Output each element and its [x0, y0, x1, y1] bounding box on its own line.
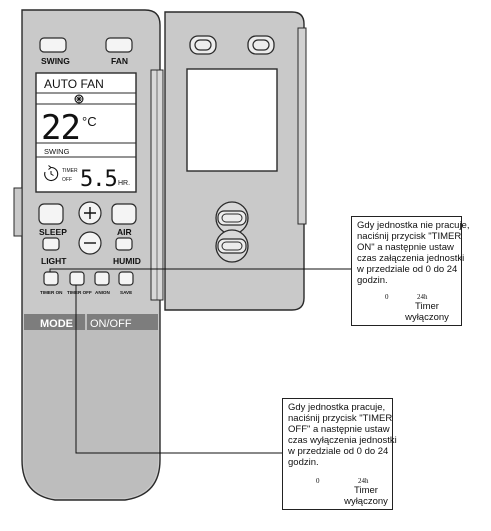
- light-button[interactable]: [42, 237, 60, 251]
- timer-readout: 5.5: [80, 167, 117, 192]
- save-button[interactable]: [118, 271, 134, 286]
- mode-onoff-bar: [24, 314, 158, 330]
- mode-readout: AUTO FAN: [44, 77, 104, 91]
- timer-on-end-label: 24h: [417, 293, 428, 301]
- swing-button[interactable]: [39, 37, 67, 53]
- sleep-button[interactable]: [38, 203, 64, 225]
- timer-off-caption: Timer wyłączony: [339, 485, 393, 507]
- timer-on-start-label: 0: [385, 293, 389, 301]
- save-label: SAVE: [120, 290, 132, 295]
- timer-on-caption-2: wyłączony: [405, 312, 449, 323]
- battery-contact-right: [247, 35, 275, 55]
- fan-button-label: FAN: [111, 56, 128, 66]
- anion-button[interactable]: [94, 271, 110, 286]
- air-button[interactable]: [111, 203, 137, 225]
- timer-on-button[interactable]: [43, 271, 59, 286]
- timer-on-label: TIMER ON: [40, 290, 63, 295]
- note-line: w przedziale od 0 do 24: [288, 446, 389, 457]
- temperature-readout: 22: [41, 108, 80, 148]
- timer-on-caption: Timer wyłączony: [400, 301, 454, 323]
- anion-label: ANION: [95, 290, 110, 295]
- note-line: czas wyłączenia jednostki: [288, 435, 397, 446]
- timer-off-caption-2: wyłączony: [344, 496, 388, 507]
- note-line: Gdy jednostka pracuje,: [288, 402, 386, 413]
- note-line: OFF" a następnie ustaw: [288, 424, 390, 435]
- note-line: w przedziale od 0 do 24: [357, 264, 458, 275]
- timer-label-bottom: OFF: [62, 177, 72, 183]
- timer-off-label: TIMER OFF: [67, 290, 92, 295]
- timer-off-start-label: 0: [316, 477, 320, 485]
- swing-indicator: SWING: [44, 147, 70, 156]
- temperature-unit: °C: [82, 114, 97, 129]
- leader-lines: [49, 268, 351, 454]
- note-line: Gdy jednostka nie pracuje,: [357, 220, 470, 231]
- timer-unit: HR.: [118, 180, 130, 187]
- light-button-label: LIGHT: [41, 256, 67, 266]
- timer-label-top: TIMER: [62, 168, 78, 174]
- battery-contact-left: [189, 35, 217, 55]
- timer-on-note-text: Gdy jednostka nie pracuje, naciśnij przy…: [357, 220, 469, 286]
- mode-button[interactable]: MODE: [40, 318, 73, 330]
- lcd-display: AUTO FAN 22 °C SWING TIMER OFF 5.5 HR.: [35, 72, 137, 193]
- timer-clock-icon: [44, 165, 59, 182]
- timer-off-note: Gdy jednostka pracuje, naciśnij przycisk…: [282, 398, 397, 510]
- timer-off-end-label: 24h: [358, 477, 369, 485]
- humid-button[interactable]: [115, 237, 133, 251]
- on-off-button[interactable]: ON/OFF: [90, 318, 132, 330]
- humid-button-label: HUMID: [113, 256, 141, 266]
- plus-icon: [84, 207, 96, 219]
- air-button-label: AIR: [117, 227, 132, 237]
- swing-button-label: SWING: [41, 56, 70, 66]
- fan-icon: [74, 94, 84, 104]
- timer-on-note: Gdy jednostka nie pracuje, naciśnij przy…: [351, 216, 469, 326]
- timer-off-caption-1: Timer: [354, 485, 378, 496]
- timer-off-button[interactable]: [69, 271, 85, 286]
- note-line: godzin.: [288, 457, 319, 468]
- timer-off-note-text: Gdy jednostka pracuje, naciśnij przycisk…: [288, 402, 397, 468]
- open-lid: [164, 11, 307, 311]
- sleep-button-label: SLEEP: [39, 227, 67, 237]
- note-line: godzin.: [357, 275, 388, 286]
- note-line: naciśnij przycisk "TIMER: [357, 231, 462, 242]
- note-line: naciśnij przycisk "TIMER: [288, 413, 393, 424]
- note-line: czas załączenia jednostki: [357, 253, 465, 264]
- note-line: ON" a następnie ustaw: [357, 242, 454, 253]
- lid-window: [186, 68, 278, 172]
- timer-on-caption-1: Timer: [415, 301, 439, 312]
- fan-button[interactable]: [105, 37, 133, 53]
